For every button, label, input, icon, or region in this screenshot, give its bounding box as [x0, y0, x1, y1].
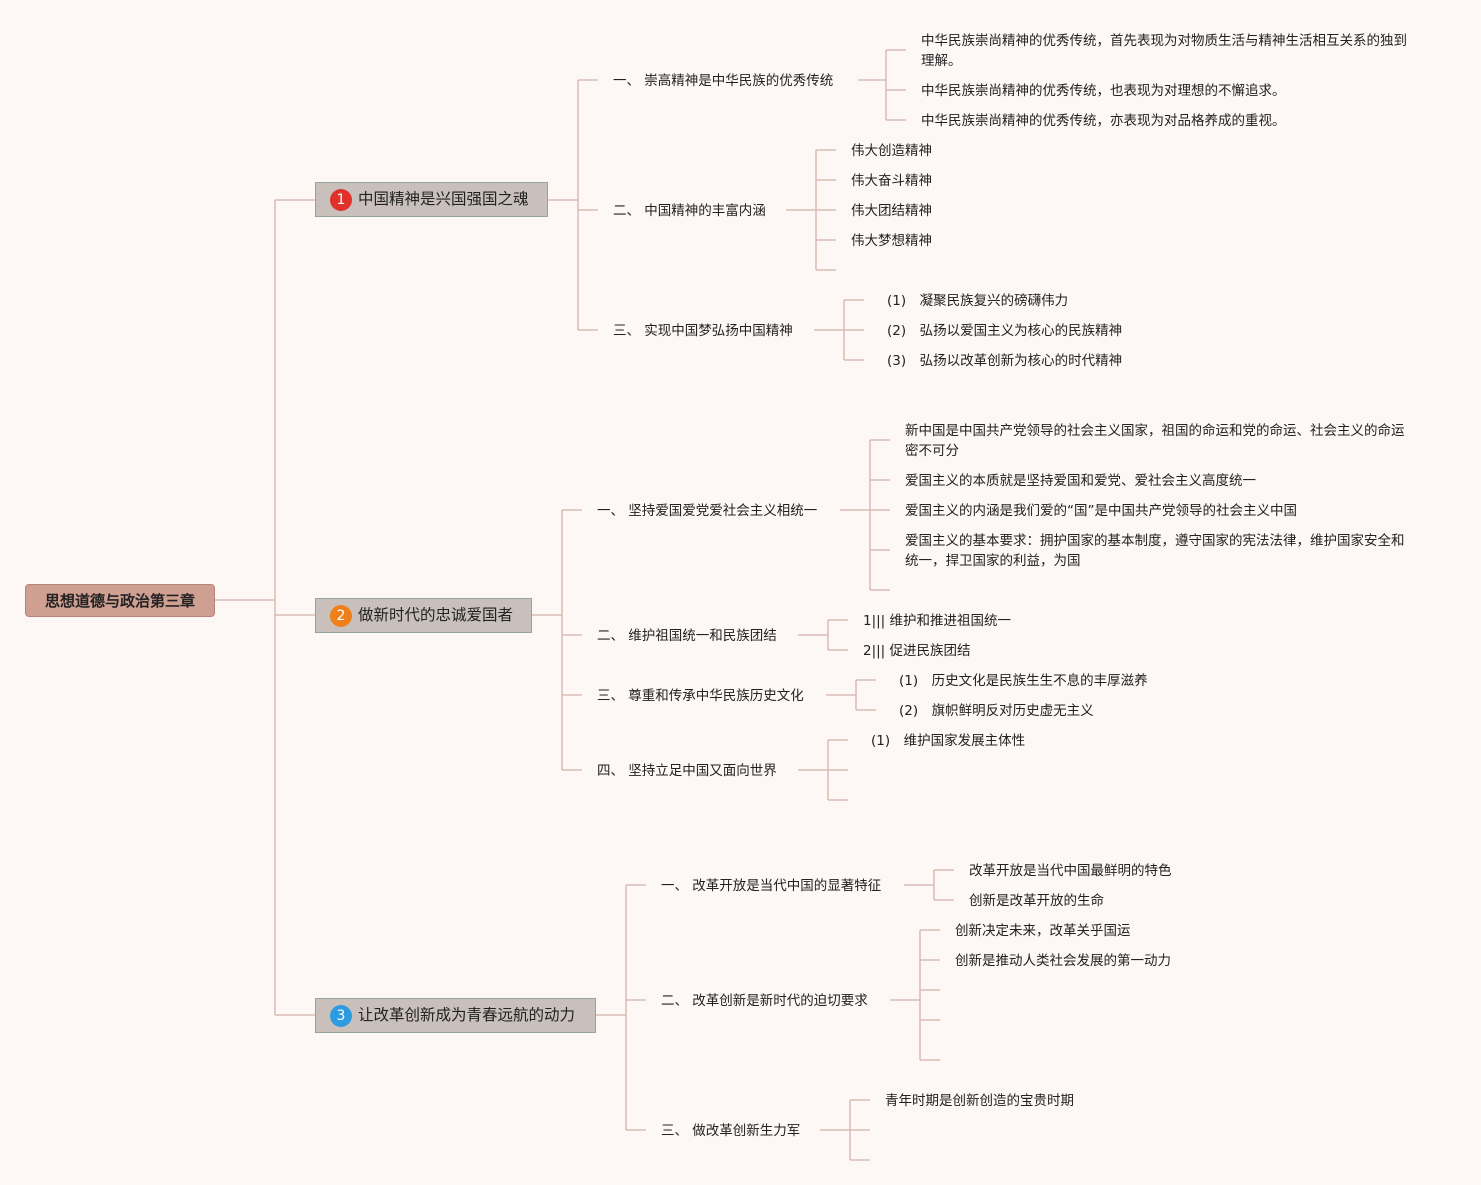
topic-3-sub-1[interactable]: 一、 改革开放是当代中国的显著特征: [661, 878, 882, 894]
topic-2-sub-3[interactable]: 三、 尊重和传承中华民族历史文化: [597, 688, 804, 704]
topic-1-sub-1-leaf-2[interactable]: 中华民族崇尚精神的优秀传统，也表现为对理想的不懈追求。: [921, 83, 1286, 99]
topic-2-sub-1[interactable]: 一、 坚持爱国爱党爱社会主义相统一: [597, 503, 818, 519]
topic-2-sub-4-leaf-1[interactable]: (1) 维护国家发展主体性: [871, 733, 1026, 749]
topic-3-sub-3[interactable]: 三、 做改革创新生力军: [661, 1123, 801, 1139]
topic-2-sub-2-leaf-1[interactable]: 1||| 维护和推进祖国统一: [863, 613, 1012, 629]
topic-2-sub-2-leaf-2[interactable]: 2||| 促进民族团结: [863, 643, 971, 659]
topic-3-sub-2[interactable]: 二、 改革创新是新时代的迫切要求: [661, 993, 868, 1009]
topic-1-node[interactable]: 1 中国精神是兴国强国之魂: [315, 182, 548, 217]
badge-3-icon: 3: [330, 1005, 352, 1027]
topic-2-title: 做新时代的忠诚爱国者: [358, 606, 514, 624]
topic-1-sub-2-leaf-4[interactable]: 伟大梦想精神: [851, 233, 932, 249]
topic-1-sub-2-leaf-1[interactable]: 伟大创造精神: [851, 143, 932, 159]
topic-1-sub-3-leaf-1[interactable]: (1) 凝聚民族复兴的磅礴伟力: [887, 293, 1069, 309]
topic-3-title: 让改革创新成为青春远航的动力: [358, 1006, 576, 1024]
topic-2-sub-3-leaf-1[interactable]: (1) 历史文化是民族生生不息的丰厚滋养: [899, 673, 1148, 689]
topic-2-sub-1-leaf-4[interactable]: 爱国主义的基本要求：拥护国家的基本制度，遵守国家的宪法法律，维护国家安全和统一，…: [905, 533, 1405, 569]
topic-1-sub-2[interactable]: 二、 中国精神的丰富内涵: [613, 203, 766, 219]
topic-3-sub-1-leaf-2[interactable]: 创新是改革开放的生命: [969, 893, 1104, 909]
topic-1-sub-2-leaf-2[interactable]: 伟大奋斗精神: [851, 173, 932, 189]
topic-2-sub-4[interactable]: 四、 坚持立足中国又面向世界: [597, 763, 777, 779]
topic-3-node[interactable]: 3 让改革创新成为青春远航的动力: [315, 998, 596, 1033]
topic-1-sub-1[interactable]: 一、 崇高精神是中华民族的优秀传统: [613, 73, 834, 89]
topic-3-sub-1-leaf-1[interactable]: 改革开放是当代中国最鲜明的特色: [969, 863, 1172, 879]
topic-3-sub-2-leaf-1[interactable]: 创新决定未来，改革关乎国运: [955, 923, 1131, 939]
topic-1-sub-1-leaf-3[interactable]: 中华民族崇尚精神的优秀传统，亦表现为对品格养成的重视。: [921, 113, 1286, 129]
topic-1-sub-3[interactable]: 三、 实现中国梦弘扬中国精神: [613, 323, 793, 339]
topic-1-sub-1-leaf-1[interactable]: 中华民族崇尚精神的优秀传统，首先表现为对物质生活与精神生活相互关系的独到理解。: [921, 33, 1407, 69]
topic-1-sub-3-leaf-3[interactable]: (3) 弘扬以改革创新为核心的时代精神: [887, 353, 1123, 369]
topic-3-sub-3-leaf-1[interactable]: 青年时期是创新创造的宝贵时期: [885, 1093, 1074, 1109]
topic-2-node[interactable]: 2 做新时代的忠诚爱国者: [315, 598, 532, 633]
topic-3-sub-2-leaf-2[interactable]: 创新是推动人类社会发展的第一动力: [955, 953, 1171, 969]
badge-2-icon: 2: [330, 605, 352, 627]
topic-2-sub-3-leaf-2[interactable]: (2) 旗帜鲜明反对历史虚无主义: [899, 703, 1094, 719]
topic-2-sub-2[interactable]: 二、 维护祖国统一和民族团结: [597, 628, 777, 644]
topic-1-title: 中国精神是兴国强国之魂: [358, 190, 529, 208]
topic-2-sub-1-leaf-1[interactable]: 新中国是中国共产党领导的社会主义国家，祖国的命运和党的命运、社会主义的命运密不可…: [905, 423, 1405, 459]
topic-2-sub-1-leaf-3[interactable]: 爱国主义的内涵是我们爱的“国”是中国共产党领导的社会主义中国: [905, 503, 1297, 519]
root-node[interactable]: 思想道德与政治第三章: [25, 584, 215, 617]
topic-1-sub-3-leaf-2[interactable]: (2) 弘扬以爱国主义为核心的民族精神: [887, 323, 1123, 339]
topic-2-sub-1-leaf-2[interactable]: 爱国主义的本质就是坚持爱国和爱党、爱社会主义高度统一: [905, 473, 1256, 489]
topic-1-sub-2-leaf-3[interactable]: 伟大团结精神: [851, 203, 932, 219]
badge-1-icon: 1: [330, 189, 352, 211]
